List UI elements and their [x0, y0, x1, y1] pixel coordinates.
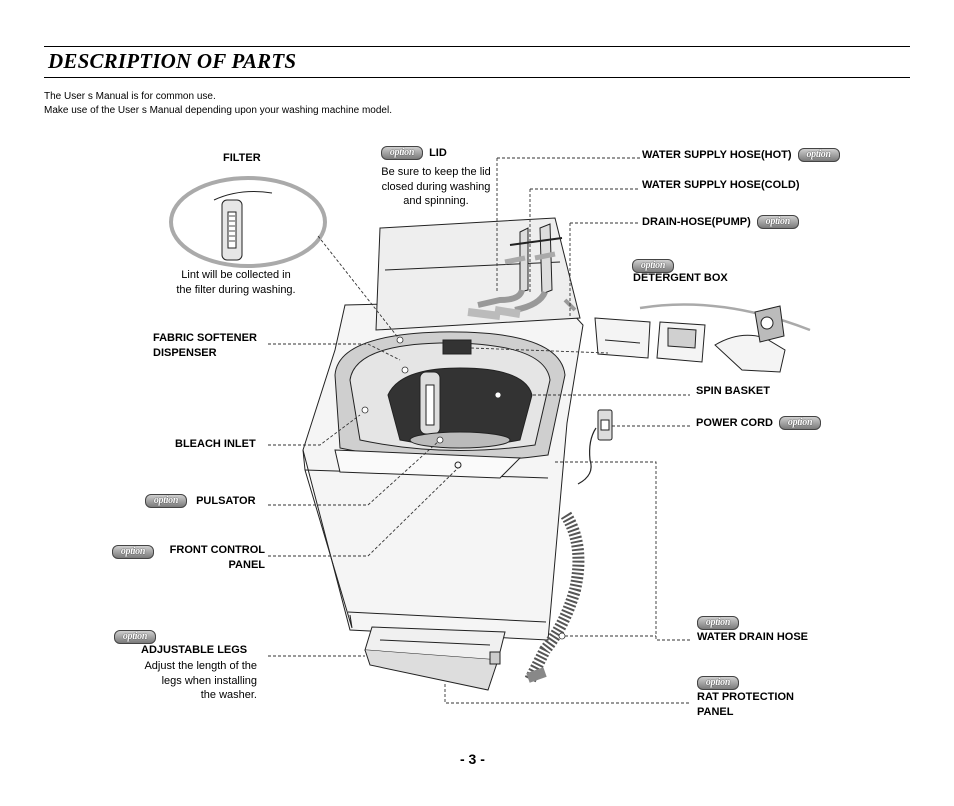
intro-line-2: Make use of the User s Manual depending …: [44, 105, 392, 116]
fabric-softener-label: FABRIC SOFTENER DISPENSER: [153, 331, 257, 361]
water-drain-hose-label: WATER DRAIN HOSE: [697, 631, 809, 643]
option-badge: option: [381, 146, 423, 161]
front-panel-option-badge-wrap: option: [112, 543, 154, 561]
filter-note-line-2: the filter during washing.: [176, 283, 296, 296]
detergent-box-label: DETERGENT BOX: [633, 272, 728, 284]
legs-note-line-1: Adjust the length of the: [144, 660, 257, 672]
drain-pump-group: DRAIN-HOSE(PUMP) option: [642, 215, 799, 230]
lid-label: LID: [429, 147, 447, 159]
front-panel-label: FRONT CONTROL PANEL: [160, 543, 265, 573]
drain-hose-option-badge-wrap: option: [697, 614, 739, 632]
intro-line-1: The User s Manual is for common use.: [44, 91, 216, 102]
title-underline: [44, 77, 910, 78]
option-badge: option: [756, 215, 799, 230]
lid-note-line-1: Be sure to keep the lid: [381, 166, 491, 178]
filter-note: Lint will be collected in the filter dur…: [163, 268, 309, 297]
option-badge: option: [797, 148, 840, 163]
washer-body: [302, 217, 613, 691]
top-rule: [44, 46, 910, 47]
lid-note-line-3: and spinning.: [403, 195, 469, 207]
front-panel-line-2: PANEL: [228, 559, 265, 571]
drain-pump-label: DRAIN-HOSE(PUMP): [642, 216, 751, 228]
filter-zoom-view: [169, 176, 327, 268]
option-badge: option: [632, 258, 674, 273]
option-badge: option: [697, 675, 739, 690]
fabric-softener-line-2: DISPENSER: [153, 347, 217, 359]
page-number: - 3 -: [460, 751, 485, 767]
lid-note: Be sure to keep the lid closed during wa…: [371, 165, 501, 209]
lid-note-line-2: closed during washing: [381, 180, 491, 193]
fabric-softener-line-1: FABRIC SOFTENER: [153, 332, 257, 344]
adjustable-legs-label: ADJUSTABLE LEGS: [141, 644, 248, 656]
power-cord-label: POWER CORD: [696, 417, 773, 429]
detergent-box-view: [594, 303, 811, 373]
rat-panel-line-2: PANEL: [697, 706, 734, 718]
option-badge: option: [112, 544, 154, 559]
option-badge: option: [779, 416, 822, 431]
pulsator-group: option PULSATOR: [145, 494, 256, 509]
legs-note-line-3: the washer.: [200, 689, 257, 701]
filter-note-line-1: Lint will be collected in: [181, 269, 291, 281]
rat-panel-label: RAT PROTECTION PANEL: [697, 690, 794, 720]
rat-panel-line-1: RAT PROTECTION: [697, 691, 794, 703]
legs-note-line-2: legs when installing: [161, 674, 257, 687]
front-panel-line-1: FRONT CONTROL: [169, 544, 265, 556]
lid-label-group: option LID: [381, 146, 447, 161]
pulsator-label: PULSATOR: [196, 495, 256, 507]
option-badge: option: [145, 494, 187, 509]
legs-option-badge-wrap: option: [114, 628, 156, 646]
rat-panel-option-badge-wrap: option: [697, 674, 739, 692]
detergent-option-badge-wrap: option: [632, 257, 674, 275]
legs-note: Adjust the length of the legs when insta…: [120, 659, 257, 703]
bleach-inlet-label: BLEACH INLET: [175, 438, 256, 450]
hose-cold-label: WATER SUPPLY HOSE(COLD): [642, 179, 800, 191]
option-badge: option: [114, 629, 156, 644]
hose-hot-label: WATER SUPPLY HOSE(HOT): [642, 149, 792, 161]
spin-basket-label: SPIN BASKET: [696, 385, 770, 397]
page-title: DESCRIPTION OF PARTS: [48, 49, 297, 73]
filter-label: FILTER: [223, 152, 261, 164]
power-cord-group: POWER CORD option: [696, 416, 822, 431]
option-badge: option: [697, 615, 739, 630]
hose-hot-group: WATER SUPPLY HOSE(HOT) option: [642, 148, 840, 163]
